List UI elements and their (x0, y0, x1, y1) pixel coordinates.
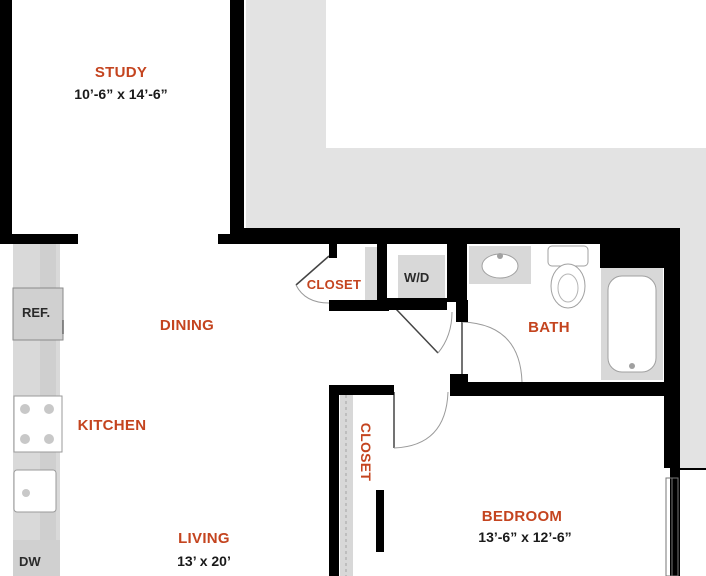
bedroom-closet-shelf (340, 395, 353, 576)
exterior-area (246, 0, 706, 468)
dining-label: DINING (160, 317, 214, 334)
living-dimensions: 13’ x 20’ (177, 553, 231, 569)
bath-label: BATH (528, 319, 570, 336)
door-swings (295, 255, 523, 449)
dw-label: DW (19, 554, 41, 569)
kitchen-label: KITCHEN (78, 417, 147, 434)
refrigerator: REF. (12, 287, 64, 341)
cooktop-icon (13, 395, 63, 453)
toilet-icon (547, 245, 589, 309)
bedroom-label: BEDROOM (482, 508, 562, 525)
hall-closet-shelf (365, 247, 377, 303)
study-dimensions: 10’-6” x 14’-6” (74, 86, 167, 102)
bedroom-window (665, 477, 679, 576)
bathtub-icon (601, 268, 663, 380)
wd-label: W/D (404, 270, 429, 285)
living-label: LIVING (178, 530, 230, 547)
kitchen-sink-icon (13, 469, 57, 513)
ref-label: REF. (22, 305, 50, 320)
dishwasher: DW (13, 540, 60, 576)
bath-vanity (469, 246, 531, 284)
bedroom-closet-label: CLOSET (358, 423, 374, 482)
bedroom-dimensions: 13’-6” x 12’-6” (478, 529, 571, 545)
hall-closet-label: CLOSET (307, 277, 362, 292)
study-label: STUDY (95, 64, 147, 81)
washer-dryer: W/D (398, 255, 445, 299)
